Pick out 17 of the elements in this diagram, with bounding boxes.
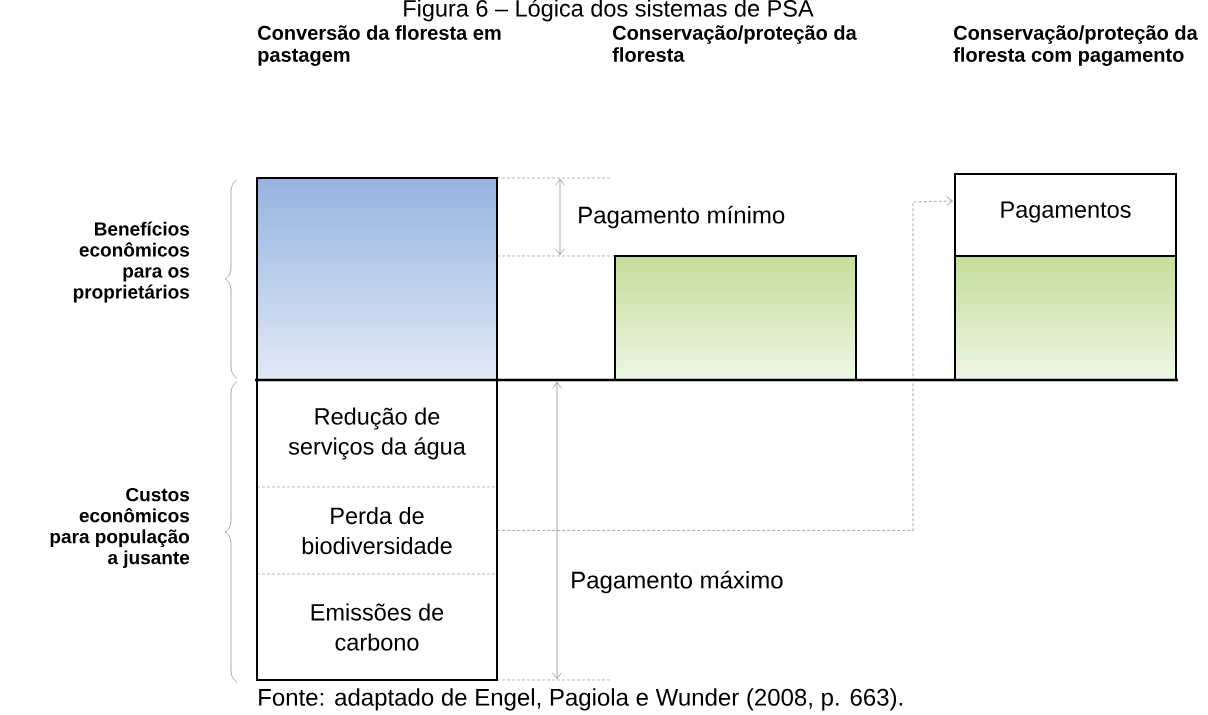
- column-heading: Conversão da floresta em pastagem: [258, 25, 501, 66]
- brace-label: Custos econômicos para população a jusante: [50, 487, 190, 569]
- bar: [256, 177, 498, 381]
- column-heading: Conservação/proteção da floresta com pagamento: [953, 25, 1198, 66]
- cell-text: Perda de biodiversidade: [302, 506, 452, 555]
- caption: Fonte: adaptado de Engel, Pagiola e Wunder (2008, p. 663).: [259, 688, 902, 711]
- payment-box: Pagamentos: [954, 173, 1177, 257]
- column-heading: Conservação/proteção da floresta: [612, 25, 857, 62]
- arrow: [497, 196, 953, 531]
- bar: [954, 255, 1177, 381]
- dimension-label: Pagamento máximo: [572, 570, 783, 594]
- cell-text: Emissões de carbono: [311, 603, 444, 651]
- cell-text: Redução de serviços da água: [288, 407, 466, 460]
- bar: [614, 255, 857, 381]
- brace-label: Benefícios econômicos para os proprietários: [73, 221, 190, 303]
- title: Figura 6 – Lógica dos sistemas de PSA: [404, 0, 814, 22]
- dimension-label: Pagamento mínimo: [579, 205, 785, 229]
